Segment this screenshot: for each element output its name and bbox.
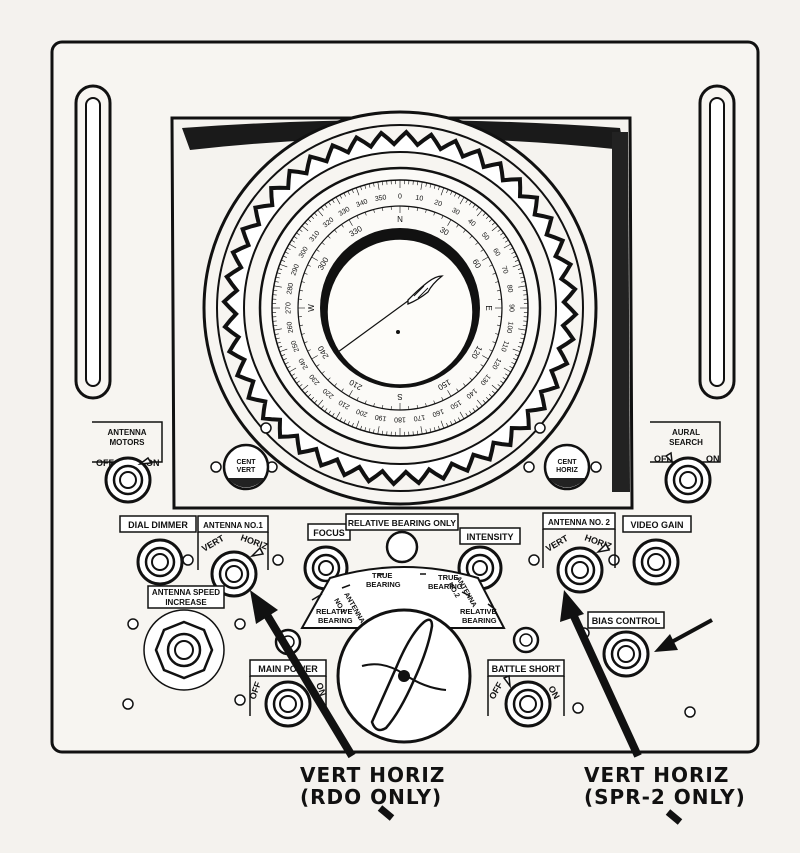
outer-scale-number: 20 (433, 199, 443, 208)
inner-scale-number: S (397, 392, 402, 401)
aural-search-on-label: ON (706, 454, 720, 464)
outer-scale-number: 10 (415, 195, 424, 203)
selector-true-left-1: TRUE (372, 571, 392, 580)
video-gain-knob[interactable]: VIDEO GAIN (622, 515, 692, 586)
bearing-selector-switch[interactable]: RELATIVE BEARING ANTENNA NO.1 TRUE BEARI… (300, 566, 506, 744)
outer-scale-number: 120 (490, 357, 502, 371)
cent-vert-label-1: CENT (236, 459, 256, 466)
selector-relative-left-2: BEARING (318, 616, 353, 625)
callout-left-line2: (RDO ONLY) (300, 785, 442, 809)
battle-short-label: BATTLE SHORT (492, 664, 561, 674)
outer-scale-number: 250 (290, 339, 301, 352)
outer-scale-number: 260 (286, 321, 295, 334)
outer-scale-number: 330 (338, 206, 352, 218)
outer-scale-number: 300 (298, 246, 310, 260)
selector-relative-left-1: RELATIVE (316, 607, 353, 616)
battle-short-pilot-lamp (512, 626, 540, 654)
inner-scale-number: E (484, 305, 493, 310)
outer-scale-number: 160 (431, 407, 444, 418)
aural-search-switch[interactable]: AURAL SEARCH OFF ON (650, 421, 721, 504)
outer-scale-number: 350 (374, 194, 387, 203)
cent-horiz-label-2: HORIZ (556, 467, 579, 474)
antenna-motors-label-1: ANTENNA (107, 428, 146, 437)
outer-scale-number: 60 (491, 247, 501, 257)
outer-scale-number: 150 (449, 398, 463, 410)
callout-arrow-left (250, 590, 395, 821)
outer-scale-number: 90 (508, 304, 515, 312)
outer-scale-number: 170 (413, 413, 426, 422)
battle-short-switch[interactable]: BATTLE SHORT OFF ON (487, 659, 565, 728)
outer-scale-number: 340 (355, 198, 368, 209)
outer-scale-number: 80 (505, 284, 513, 293)
bias-control-knob[interactable]: BIAS CONTROL (587, 611, 665, 678)
inner-scale-ticks (298, 206, 502, 410)
aural-search-label-1: AURAL (672, 428, 700, 437)
dial-dimmer-label: DIAL DIMMER (128, 520, 188, 530)
cent-horiz-knob[interactable]: CENT HORIZ (543, 443, 591, 491)
aural-search-label-2: SEARCH (669, 438, 703, 447)
dial-dimmer-knob[interactable]: DIAL DIMMER (119, 515, 197, 586)
outer-scale-number: 190 (374, 413, 387, 422)
outer-scale-number: 210 (338, 398, 352, 410)
crt-housing-right-shadow (612, 132, 630, 492)
callout-right-line1: VERT HORIZ (584, 763, 729, 787)
left-handle (74, 84, 112, 400)
focus-label: FOCUS (313, 528, 345, 538)
antenna-speed-label-1: ANTENNA SPEED (152, 588, 220, 597)
aural-search-off-label: OFF (654, 454, 672, 464)
outer-scale-number: 270 (286, 302, 293, 314)
callout-arrow-right (560, 590, 683, 825)
inner-scale-number: N (397, 215, 403, 224)
inner-scale-number: W (307, 304, 316, 312)
antenna-motors-switch[interactable]: ANTENNA MOTORS OFF ON (92, 421, 163, 504)
outer-scale-number: 280 (286, 282, 295, 295)
bias-control-label: BIAS CONTROL (592, 616, 661, 626)
antenna-motors-on-label: ON (146, 458, 160, 468)
selector-handle[interactable] (361, 618, 447, 732)
bias-control-arrow (654, 618, 713, 652)
cent-vert-label-2: VERT (237, 467, 256, 474)
cent-horiz-label-1: CENT (557, 459, 577, 466)
video-gain-label: VIDEO GAIN (630, 520, 683, 530)
selector-true-right-1: TRUE (438, 573, 458, 582)
outer-scale-number: 240 (298, 357, 310, 371)
intensity-label: INTENSITY (466, 532, 513, 542)
antenna-speed-increase-knob[interactable]: ANTENNA SPEED INCREASE (143, 585, 225, 691)
antenna-no1-label: ANTENNA NO.1 (203, 521, 263, 530)
selector-true-left-2: BEARING (366, 580, 401, 589)
outer-scale-number: 50 (480, 231, 490, 242)
outer-scale-number: 110 (499, 340, 509, 353)
crt-trace (337, 275, 444, 353)
panel-screws (122, 422, 696, 718)
crt-screen (326, 238, 474, 386)
outer-scale-number: 100 (505, 321, 514, 334)
relative-bearing-only-label: RELATIVE BEARING ONLY (348, 518, 456, 528)
selector-relative-right-2: BEARING (462, 616, 497, 625)
outer-scale-number: 0 (398, 194, 402, 201)
antenna-no1-switch[interactable]: ANTENNA NO.1 VERT HORIZ (197, 515, 270, 598)
outer-scale-number: 40 (466, 218, 477, 228)
outer-scale-number: 30 (450, 207, 460, 217)
cent-vert-knob[interactable]: CENT VERT (222, 443, 270, 491)
outer-scale-number: 180 (394, 416, 406, 423)
antenna-motors-off-label: OFF (96, 458, 114, 468)
right-handle (698, 84, 736, 400)
callout-left-line1: VERT HORIZ (300, 763, 445, 787)
main-power-switch[interactable]: MAIN POWER OFF ON (247, 659, 328, 728)
selector-relative-right-1: RELATIVE (460, 607, 497, 616)
selector-true-right-2: BEARING (428, 582, 463, 591)
main-power-label: MAIN POWER (258, 664, 318, 674)
relative-bearing-only-lamp: RELATIVE BEARING ONLY (345, 513, 459, 564)
antenna-motors-label-2: MOTORS (110, 438, 146, 447)
antenna-speed-label-2: INCREASE (165, 598, 207, 607)
outer-scale-number: 70 (500, 265, 509, 275)
outer-scale-number: 200 (355, 407, 368, 418)
outer-scale-number: 290 (290, 263, 301, 276)
bezel-second-ring (216, 124, 584, 492)
outer-scale-ticks (272, 180, 528, 436)
callout-right-line2: (SPR-2 ONLY) (584, 785, 746, 809)
antenna-no2-label: ANTENNA NO. 2 (548, 518, 610, 527)
